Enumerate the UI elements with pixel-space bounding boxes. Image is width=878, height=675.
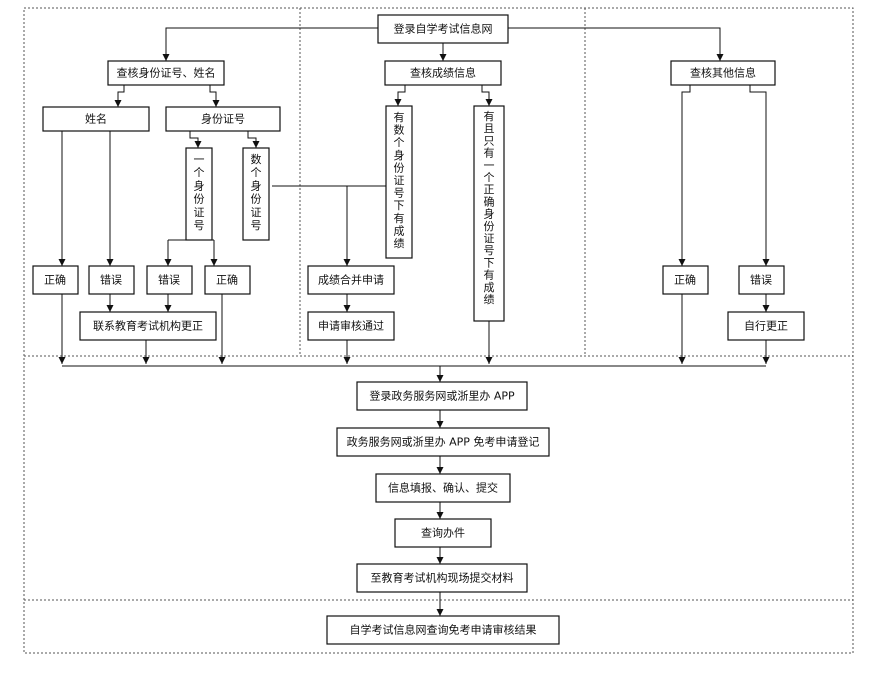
- edge-check-scores-to-multi: [394, 85, 406, 106]
- node-info-fill-box: [375, 473, 511, 503]
- node-submit-materials: 至教育考试机构现场提交材料: [371, 571, 514, 585]
- node-several-ids-box: [242, 147, 270, 241]
- node-login-self-exam: 登录自学考试信息网: [394, 22, 493, 36]
- node-exemption-register-box: [336, 427, 550, 457]
- nodes: 登录自学考试信息网 查核身份证号、姓名 查核成绩信息 查核其他信息 姓名 身份证…: [32, 14, 805, 645]
- edge-check-scores-to-only-one: [481, 85, 493, 106]
- region-borders: [23, 7, 854, 654]
- node-apply-approved-box: [307, 311, 395, 341]
- edge-login-to-check-other: [508, 27, 724, 61]
- edge-check-id-to-id-number: [209, 85, 220, 107]
- node-error-2-box: [146, 265, 193, 295]
- node-correct-3: 正确: [674, 274, 696, 287]
- edge-id-to-several-ids: [247, 131, 260, 148]
- edge-other-to-correct: [678, 85, 691, 266]
- node-multi-id-scores-box: [385, 105, 413, 259]
- node-check-id-name-box: [107, 60, 225, 86]
- node-query-progress-box: [394, 518, 492, 548]
- node-one-id: 一个身份证号: [194, 153, 205, 232]
- node-check-scores-box: [384, 60, 502, 86]
- edge-check-id-to-name: [114, 85, 125, 107]
- node-query-result-box: [326, 615, 560, 645]
- node-login-gov-service-box: [356, 381, 528, 411]
- node-check-id-name: 查核身份证号、姓名: [117, 66, 216, 80]
- node-correct-2: 正确: [216, 274, 238, 287]
- node-correct-1: 正确: [44, 274, 66, 287]
- node-query-result: 自学考试信息网查询免考申请审核结果: [350, 623, 537, 637]
- node-correct-2-box: [204, 265, 251, 295]
- node-error-1-box: [88, 265, 135, 295]
- node-id-number-box: [165, 106, 281, 132]
- node-check-other: 查核其他信息: [690, 66, 756, 80]
- node-error-3: 错误: [750, 273, 772, 287]
- node-apply-approved: 申请审核通过: [318, 319, 384, 333]
- node-self-correct-box: [727, 311, 805, 341]
- connectors: [58, 27, 770, 616]
- node-one-id-box: [185, 147, 213, 241]
- node-info-fill: 信息填报、确认、提交: [388, 481, 498, 495]
- edge-login-to-check-id: [162, 27, 378, 61]
- node-score-merge-box: [307, 265, 395, 295]
- node-correct-3-box: [662, 265, 709, 295]
- node-self-correct: 自行更正: [744, 320, 788, 333]
- node-error-2: 错误: [158, 273, 180, 287]
- node-id-number: 身份证号: [201, 112, 245, 126]
- node-multi-id-scores: 有数个身份证号下有成绩: [394, 110, 405, 250]
- node-exemption-register: 政务服务网或浙里办 APP 免考申请登记: [347, 435, 540, 449]
- outer-border: [23, 7, 854, 654]
- node-name-box: [42, 106, 150, 132]
- node-error-3-box: [738, 265, 785, 295]
- node-score-merge: 成绩合并申请: [318, 273, 384, 287]
- node-name: 姓名: [85, 112, 107, 126]
- node-check-other-box: [670, 60, 776, 86]
- node-several-ids: 数个身份证号: [251, 153, 262, 232]
- edge-other-to-error: [749, 85, 770, 266]
- node-query-progress: 查询办件: [421, 526, 465, 540]
- node-correct-1-box: [32, 265, 79, 295]
- edge-id-to-one-id: [189, 131, 202, 148]
- vertical-nodes: 一个身份证号 数个身份证号 有数个身份证号下有成绩 有且只有一个正确身份证号下有…: [185, 105, 505, 322]
- node-only-one-id-scores-box: [473, 105, 505, 322]
- node-only-one-id-scores: 有且只有一个正确身份证号下有成绩: [484, 109, 495, 306]
- node-error-1: 错误: [100, 273, 122, 287]
- node-contact-exam-org: 联系教育考试机构更正: [93, 319, 203, 333]
- node-login-self-exam-box: [377, 14, 509, 44]
- node-check-scores: 查核成绩信息: [410, 66, 476, 80]
- node-submit-materials-box: [356, 563, 528, 593]
- node-contact-exam-org-box: [79, 311, 217, 341]
- node-login-gov-service: 登录政务服务网或浙里办 APP: [369, 389, 515, 403]
